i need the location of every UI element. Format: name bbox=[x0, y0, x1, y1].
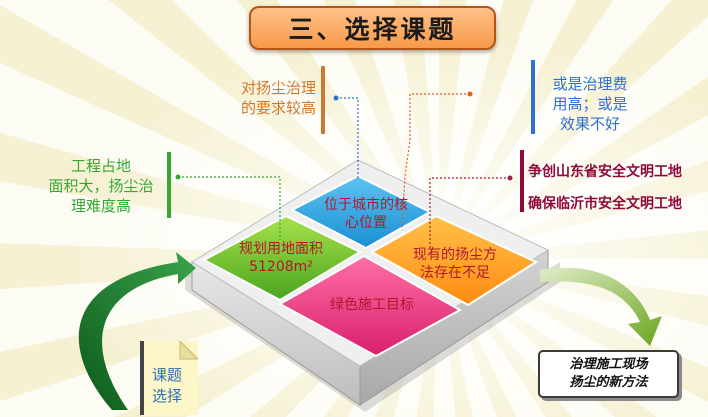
callout-bar-left bbox=[167, 152, 171, 218]
connector-lines bbox=[178, 93, 510, 250]
callout-bar-top-right bbox=[531, 60, 535, 134]
tile-orange bbox=[369, 214, 539, 307]
callout-bar-right bbox=[520, 150, 524, 212]
tile-orange-label: 现有的扬尘方 法存在不足 bbox=[413, 247, 497, 281]
right-arrow bbox=[540, 267, 662, 346]
method-box: 治理施工现场 扬尘的新方法 bbox=[538, 350, 679, 398]
callout-bar-top-center bbox=[321, 66, 325, 134]
tile-green bbox=[201, 214, 363, 302]
callout-left: 工程占地 面积大，扬尘治 理难度高 bbox=[48, 157, 154, 215]
tile-pink bbox=[277, 254, 463, 358]
left-arrow bbox=[78, 252, 196, 410]
connector-dots bbox=[175, 91, 513, 181]
page-title: 三、选择课题 bbox=[249, 6, 496, 50]
tile-green-label: 规划用地面积 51208m² bbox=[239, 241, 323, 275]
callout-right: 争创山东省安全文明工地 确保临沂市安全文明工地 bbox=[528, 164, 682, 212]
note-card: 课题 选择 bbox=[140, 341, 198, 415]
tile-blue-label: 位于城市的核 心位置 bbox=[324, 197, 408, 231]
tile-pink-label: 绿色施工目标 bbox=[330, 297, 414, 313]
note-fold-icon bbox=[179, 341, 198, 360]
callout-top-center: 对扬尘治理 的要求较高 bbox=[240, 79, 316, 117]
note-text: 课题 选择 bbox=[152, 366, 183, 405]
callout-top-right: 或是治理费 用高；或是 效果不好 bbox=[552, 75, 628, 133]
